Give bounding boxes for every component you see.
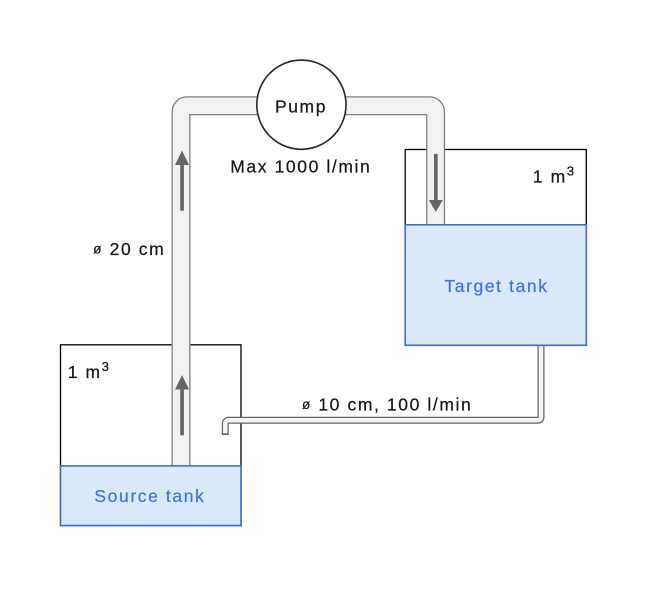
svg-text:1 m3: 1 m3	[68, 359, 111, 382]
svg-text:Pump: Pump	[275, 96, 327, 116]
svg-text:Target tank: Target tank	[444, 276, 548, 296]
svg-text:Source tank: Source tank	[94, 486, 205, 506]
svg-text:ø 10 cm, 100 l/min: ø 10 cm, 100 l/min	[302, 394, 472, 414]
svg-text:1 m3: 1 m3	[533, 163, 576, 186]
svg-text:ø 20 cm: ø 20 cm	[93, 239, 165, 259]
svg-text:Max 1000 l/min: Max 1000 l/min	[230, 156, 371, 176]
